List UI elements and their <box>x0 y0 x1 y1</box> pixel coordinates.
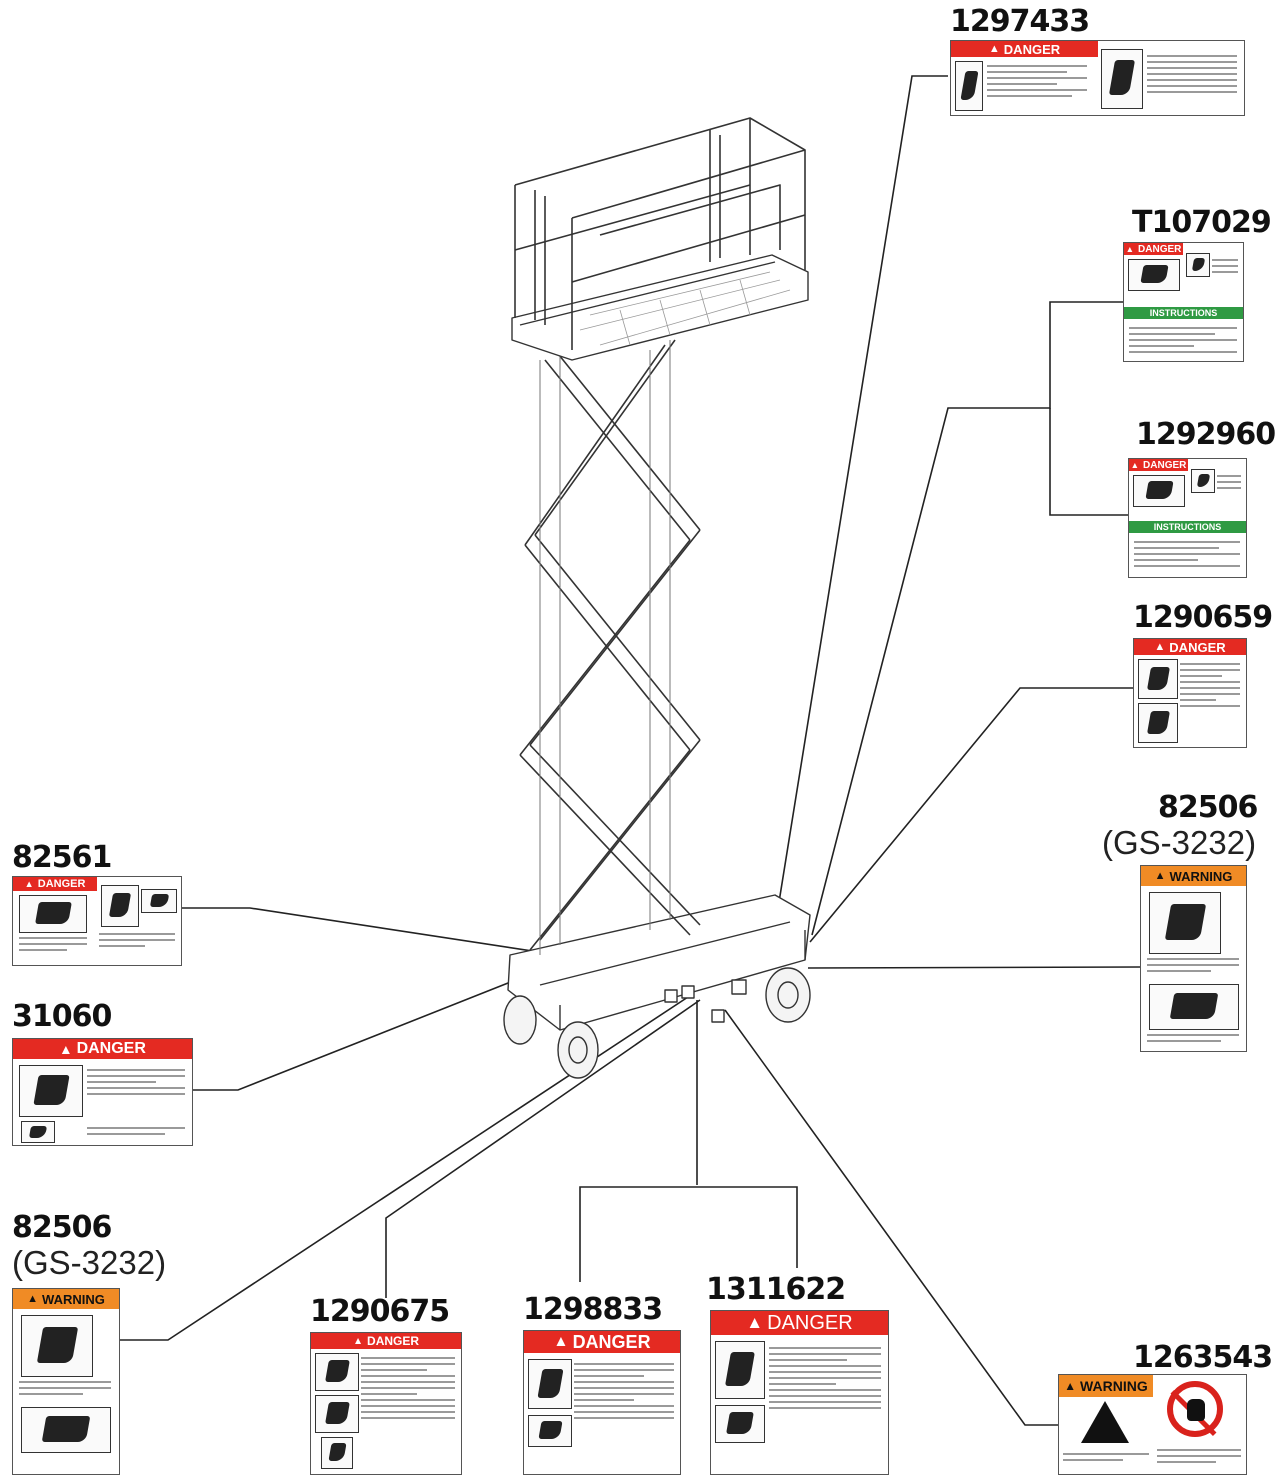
decal-number-1292960: 1292960 <box>1136 417 1275 452</box>
wheel <box>765 967 811 1023</box>
operator-icon <box>321 1437 353 1469</box>
crushing-hazard-icon <box>21 1315 93 1377</box>
warning-triangle-icon: ▲ <box>1064 1379 1077 1393</box>
decal-header: ▲DANGER <box>1129 459 1188 471</box>
no-touch-icon <box>1167 1381 1223 1437</box>
decal-header: ▲DANGER <box>13 1039 192 1059</box>
decal-82506-right: ▲WARNING <box>1140 865 1247 1052</box>
decal-header: ▲WARNING <box>13 1289 119 1309</box>
decal-1311622: ▲DANGER <box>710 1310 889 1475</box>
decal-number-1298833: 1298833 <box>523 1292 663 1327</box>
decal-header: ▲WARNING <box>1141 866 1246 886</box>
machine-icon <box>141 889 177 913</box>
instructions-header: INSTRUCTIONS <box>1129 521 1246 533</box>
tip-over-hazard-icon <box>19 1065 83 1117</box>
decal-number-1290675: 1290675 <box>310 1294 450 1329</box>
hazard-pictogram-icon <box>1128 259 1180 291</box>
warning-triangle-icon: ▲ <box>59 1041 73 1057</box>
decal-header: ▲DANGER <box>1134 639 1246 655</box>
model-note-left: (GS-3232) <box>12 1244 167 1281</box>
decal-number-1311622: 1311622 <box>706 1272 846 1307</box>
decal-1290675: ▲DANGER <box>310 1332 462 1475</box>
electrocution-hazard-icon <box>19 895 87 933</box>
leader-1290675 <box>385 999 701 1298</box>
guardrails <box>514 117 806 350</box>
warning-triangle-icon: ▲ <box>1154 870 1166 882</box>
tip-over-hazard-icon <box>715 1341 765 1399</box>
keep-clear-icon <box>21 1407 111 1453</box>
decal-header: ▲DANGER <box>711 1311 888 1335</box>
leader-T107029 <box>811 301 1125 936</box>
leader-1297433 <box>769 75 948 959</box>
prohibition-icon <box>315 1395 359 1433</box>
decal-header: ▲DANGER <box>13 877 97 891</box>
decal-number-82506-left: 82506 <box>12 1210 112 1245</box>
leader-lines <box>118 75 1141 1426</box>
leader-82506-left <box>118 996 689 1341</box>
leader-1292960 <box>1049 408 1128 516</box>
decal-number-82506-right: 82506 <box>1158 790 1258 825</box>
hazard-pictogram-icon <box>1133 475 1185 507</box>
scissor-lift <box>503 117 811 1079</box>
decal-header: ▲DANGER <box>951 41 1098 57</box>
decal-header: ▲WARNING <box>1059 1375 1153 1397</box>
platform-deck <box>511 254 809 361</box>
warning-triangle-icon: ▲ <box>988 43 1000 55</box>
model-note-right: (GS-3232) <box>1102 824 1257 861</box>
hazard-pictogram-icon <box>1138 659 1178 699</box>
scissor-arms <box>519 339 701 955</box>
decal-number-T107029: T107029 <box>1132 205 1272 240</box>
leader-82506-right <box>807 966 1141 969</box>
decal-1297433: ▲DANGER <box>950 40 1245 116</box>
leader-1298833 <box>579 1186 798 1282</box>
decal-1292960: ▲DANGER INSTRUCTIONS <box>1128 458 1247 578</box>
keep-clear-icon <box>1149 984 1239 1030</box>
warning-triangle-icon: ▲ <box>1125 244 1135 254</box>
warning-triangle-icon: ▲ <box>1154 641 1166 653</box>
warning-triangle-icon: ▲ <box>1130 460 1140 470</box>
warning-triangle-icon: ▲ <box>352 1335 364 1347</box>
decal-number-1290659: 1290659 <box>1133 600 1273 635</box>
decal-1290659: ▲DANGER <box>1133 638 1247 748</box>
decal-header: ▲DANGER <box>1124 243 1183 255</box>
hazard-pictogram-icon <box>955 61 983 111</box>
decal-number-31060: 31060 <box>12 999 112 1034</box>
battery-icon <box>528 1415 572 1447</box>
warning-triangle-icon: ▲ <box>27 1293 39 1305</box>
decal-82506-left: ▲WARNING <box>12 1288 120 1475</box>
scissor-stack-icon <box>101 885 139 927</box>
alert-triangle-icon <box>1081 1401 1129 1443</box>
hazard-pictogram-icon <box>315 1353 359 1391</box>
decal-number-82561: 82561 <box>12 840 112 875</box>
decal-T107029: ▲DANGER INSTRUCTIONS <box>1123 242 1244 362</box>
lift-diagram-icon <box>1101 49 1143 109</box>
decal-82561: ▲DANGER <box>12 876 182 966</box>
decal-header: ▲DANGER <box>311 1333 461 1349</box>
leader-1263543 <box>724 1009 1058 1426</box>
prohibition-icon <box>1138 703 1178 743</box>
crushing-hazard-icon <box>1149 892 1221 954</box>
hazard-pictogram-icon <box>1191 469 1215 493</box>
operator-icon <box>21 1121 55 1143</box>
hazard-pictogram-icon <box>1186 253 1210 277</box>
decal-number-1297433: 1297433 <box>950 4 1090 39</box>
decal-header: ▲DANGER <box>524 1331 680 1353</box>
decal-31060: ▲DANGER <box>12 1038 193 1146</box>
warning-triangle-icon: ▲ <box>746 1313 764 1332</box>
decal-1298833: ▲DANGER <box>523 1330 681 1475</box>
wheel <box>503 995 537 1045</box>
leader-1290659 <box>809 687 1133 943</box>
chassis <box>507 894 811 1031</box>
warning-triangle-icon: ▲ <box>24 879 34 889</box>
decal-number-1263543: 1263543 <box>1133 1340 1273 1375</box>
warning-triangle-icon: ▲ <box>553 1333 569 1350</box>
decal-1263543: ▲WARNING <box>1058 1374 1247 1475</box>
instructions-header: INSTRUCTIONS <box>1124 307 1243 319</box>
tip-over-hazard-icon <box>528 1359 572 1409</box>
battery-icon <box>715 1405 765 1443</box>
wheel <box>557 1021 599 1079</box>
leader-31060 <box>192 967 547 1091</box>
